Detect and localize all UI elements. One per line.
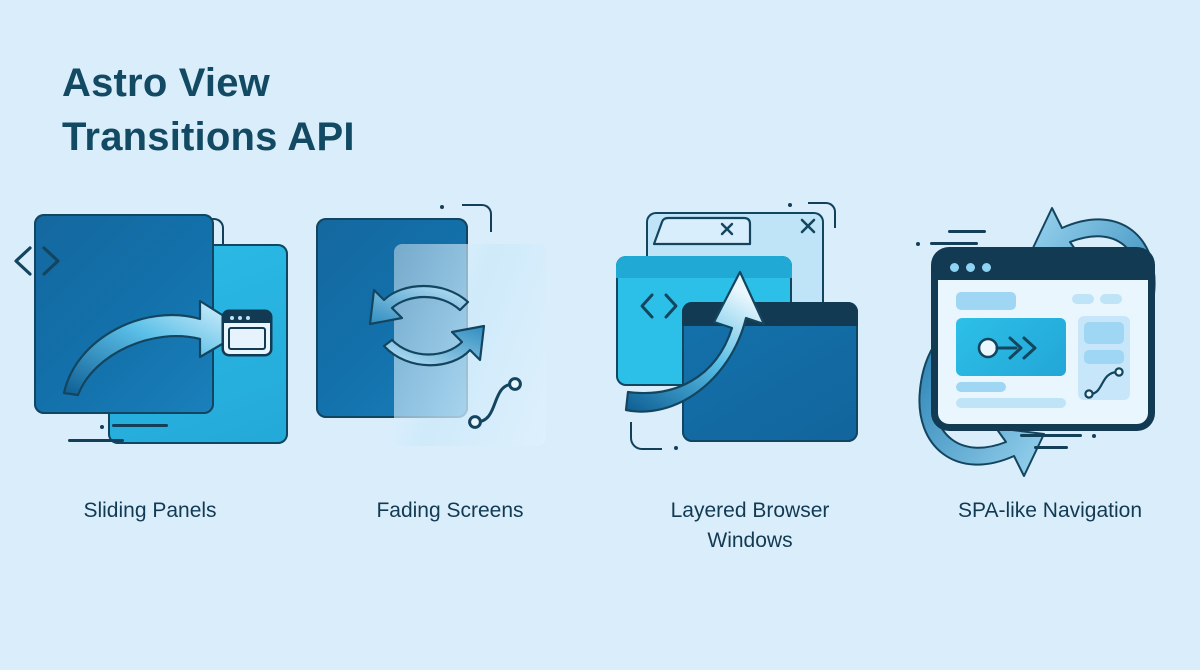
spa-browser-window — [938, 254, 1148, 424]
window-titlebar — [938, 254, 1148, 280]
card-caption: Layered Browser Windows — [670, 499, 830, 553]
close-icon[interactable] — [720, 222, 734, 236]
card-caption: Sliding Panels — [83, 499, 217, 522]
cards-row: Sliding Panels — [0, 196, 1200, 596]
content-block — [956, 382, 1006, 392]
decorative-dot — [1092, 434, 1096, 438]
content-block — [1100, 294, 1122, 304]
decorative-dot — [100, 425, 104, 429]
card-layered-browser-windows[interactable]: Layered Browser Windows — [600, 196, 900, 596]
card-caption: SPA-like Navigation — [957, 499, 1143, 522]
bezier-curve-icon — [468, 377, 522, 429]
layered-browser-illustration — [600, 196, 900, 486]
window-titlebar — [616, 256, 792, 278]
close-icon[interactable] — [800, 218, 816, 234]
chevron-right-icon — [42, 246, 60, 276]
decorative-bracket-top — [808, 202, 836, 228]
browser-window-icon — [224, 312, 270, 354]
code-brackets-icon — [640, 293, 678, 319]
decorative-dash — [930, 242, 978, 245]
forward-play-icon — [977, 336, 1037, 360]
content-block — [1084, 350, 1124, 364]
chevron-left-icon — [14, 246, 32, 276]
decorative-dash — [68, 439, 124, 442]
decorative-dot — [674, 446, 678, 450]
sliding-panels-illustration — [0, 196, 300, 486]
page-title: Astro View Transitions API — [62, 61, 355, 159]
content-block — [1084, 322, 1124, 344]
decorative-dot — [916, 242, 920, 246]
browser-tab — [652, 216, 752, 246]
decorative-dot — [440, 205, 444, 209]
decorative-dash — [112, 424, 168, 427]
decorative-bracket-bottom — [630, 422, 662, 450]
decorative-dash — [948, 230, 986, 233]
card-caption: Fading Screens — [376, 499, 524, 522]
curved-arrow-up-icon — [624, 270, 766, 413]
card-sliding-panels[interactable]: Sliding Panels — [0, 196, 300, 596]
swap-arrows-icon — [368, 285, 486, 367]
fading-screens-illustration — [300, 196, 600, 486]
decorative-bracket-top — [462, 204, 492, 232]
card-fading-screens[interactable]: Fading Screens — [300, 196, 600, 596]
window-titlebar — [682, 302, 858, 326]
card-spa-like-navigation[interactable]: SPA-like Navigation — [900, 196, 1200, 596]
content-block — [1072, 294, 1094, 304]
chip-body — [228, 327, 266, 350]
hero-media-block — [956, 318, 1066, 376]
content-block — [956, 292, 1016, 310]
spa-navigation-illustration — [900, 196, 1200, 486]
content-block — [956, 398, 1066, 408]
decorative-dash — [1034, 446, 1068, 449]
chip-titlebar — [224, 312, 270, 323]
decorative-dash — [1020, 434, 1082, 437]
bezier-curve-icon — [1084, 367, 1124, 399]
decorative-dot — [788, 203, 792, 207]
outgoing-panel — [34, 214, 214, 414]
